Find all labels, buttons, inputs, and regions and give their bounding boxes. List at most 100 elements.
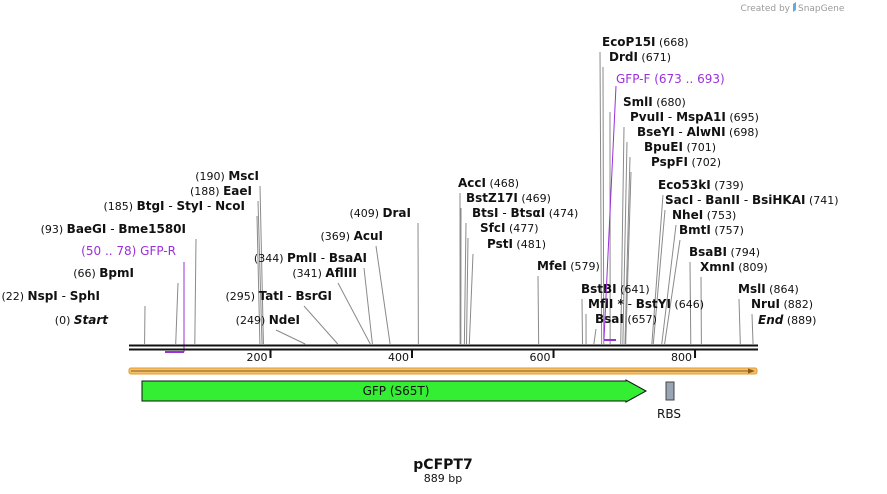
svg-text:(369) AcuI: (369) AcuI [321,229,384,243]
svg-text:(344) PmlI - BsaAI: (344) PmlI - BsaAI [254,251,367,265]
site-label-msli[interactable]: MslI (864) [738,282,799,296]
site-position: (794) [727,246,760,259]
site-separator: - [203,199,215,213]
site-label-bpmi[interactable]: (66) BpmI [73,266,134,280]
site-separator: - [106,222,118,236]
site-label-btgi[interactable]: (185) BtgI - StyI - NcoI [104,199,246,213]
site-name: BanII [705,193,740,207]
site-position: (882) [780,298,813,311]
site-label-mfli[interactable]: MflI * - BstYI (646) [588,297,704,311]
site-name: BsaI [595,312,624,326]
site-leader-pvuii [620,126,625,345]
site-name: PmlI [287,251,317,265]
primer-label: GFP-F [616,72,654,86]
feature-rbs[interactable]: RBS [657,381,681,421]
site-leader-bseyi [622,141,628,345]
site-label-sfci[interactable]: SfcI (477) [480,221,539,235]
svg-text:(0) Start: (0) Start [55,313,109,327]
site-separator: - [317,251,329,265]
site-position: (701) [683,141,716,154]
site-label-start[interactable]: (0) Start [55,313,109,327]
site-label-pvuii[interactable]: PvuII - MspA1I (695) [630,110,759,124]
site-label-drdi[interactable]: DrdI (671) [609,50,671,64]
primer-gfp-r[interactable]: (50 .. 78) GFP-R [81,244,185,353]
site-label-msci[interactable]: (190) MscI [195,169,259,183]
site-leader-baegi [194,238,197,345]
site-leader-eco53ki [651,194,664,345]
site-label-drui[interactable]: NruI (882) [751,297,813,311]
site-label-bpuei[interactable]: BpuEI (701) [644,140,716,154]
site-label-nspi[interactable]: (22) NspI - SphI [1,289,100,303]
site-name: NcoI [215,199,245,213]
site-leader-pspfi [625,171,632,345]
site-label-baegi[interactable]: (93) BaeGI - Bme1580I [41,222,186,236]
snapgene-logo-icon [793,2,796,12]
site-name: BsiHKAI [752,193,806,207]
svg-text:PstI (481): PstI (481) [487,237,546,251]
svg-text:MfeI (579): MfeI (579) [537,259,600,273]
site-name: AcuI [354,229,383,243]
site-name: SphI [70,289,100,303]
site-label-ndei[interactable]: (249) NdeI [236,313,300,327]
site-label-eco53ki[interactable]: Eco53kI (739) [658,178,744,192]
primer-gfp-f[interactable]: GFP-F (673 .. 693) [603,72,725,341]
site-label-eaei[interactable]: (188) EaeI [190,184,252,198]
site-separator: - [675,125,687,139]
site-position: (190) [195,170,228,183]
svg-text:(190) MscI: (190) MscI [195,169,259,183]
site-label-pmli[interactable]: (344) PmlI - BsaAI [254,251,367,265]
site-leader-mfei [537,275,540,345]
site-label-bmti[interactable]: BmtI (757) [679,223,744,237]
site-separator: - [624,297,636,311]
site-position: (66) [73,267,99,280]
site-leader-btsi [463,222,467,345]
site-position: (0) [55,314,74,327]
site-name: BsrGI [295,289,332,303]
site-separator: - [284,289,296,303]
site-label-btsi[interactable]: BtsI - BtsαI (474) [472,206,578,220]
svg-text:(188) EaeI: (188) EaeI [190,184,252,198]
site-labels: (0) Start (22) NspI - SphI (66) BpmI (93) B… [1,35,838,327]
site-label-acui[interactable]: (369) AcuI [321,229,384,243]
site-label-bsai[interactable]: BsaI (657) [595,312,657,326]
site-position: (668) [656,36,689,49]
site-position: (481) [513,238,546,251]
site-label-mfei[interactable]: MfeI (579) [537,259,600,273]
axis-tick: 800 [671,350,697,364]
site-position: (185) [104,200,137,213]
site-label-drai[interactable]: (409) DraI [349,206,411,220]
site-label-nhei[interactable]: NheI (753) [672,208,736,222]
site-label-smli[interactable]: SmlI (680) [623,95,686,109]
site-label-psti[interactable]: PstI (481) [487,237,546,251]
feature-gfp-s65t[interactable]: GFP (S65T) [141,379,648,403]
axis-tick: 200 [247,350,272,364]
site-name: SfcI [480,221,505,235]
site-label-ecop15i[interactable]: EcoP15I (668) [602,35,689,49]
site-label-end[interactable]: End (889) [758,313,816,327]
site-name: MslI [738,282,766,296]
site-leader-bsai [593,328,597,345]
site-leader-msli [738,298,741,345]
site-label-bsabi[interactable]: BsaBI (794) [689,245,760,259]
site-label-tati[interactable]: (295) TatI - BsrGI [225,289,332,303]
site-leader-drui [751,313,754,345]
site-label-pspfi[interactable]: PspFI (702) [651,155,721,169]
svg-text:BsaBI (794): BsaBI (794) [689,245,760,259]
site-label-bstz17i[interactable]: BstZ17I (469) [466,191,551,205]
site-label-bseyi[interactable]: BseYI - AlwNI (698) [637,125,759,139]
site-label-acci[interactable]: AccI (468) [458,176,519,190]
site-position: (695) [726,111,759,124]
site-label-xmni[interactable]: XmnI (809) [700,260,768,274]
site-label-bstbi[interactable]: BstBI (641) [581,282,650,296]
site-position: (579) [567,260,600,273]
site-leader-bpuei [624,156,631,345]
site-position: (409) [349,207,382,220]
site-name: MfeI [537,259,567,273]
site-leader-nhei [661,224,677,345]
svg-text:NheI (753): NheI (753) [672,208,736,222]
site-label-saci[interactable]: SacI - BanII - BsiHKAI (741) [665,193,839,207]
site-position: (739) [711,179,744,192]
site-label-afliii[interactable]: (341) AflIII [292,266,357,280]
site-leader-sfci [465,237,469,345]
axis-tick: 400 [388,350,414,364]
